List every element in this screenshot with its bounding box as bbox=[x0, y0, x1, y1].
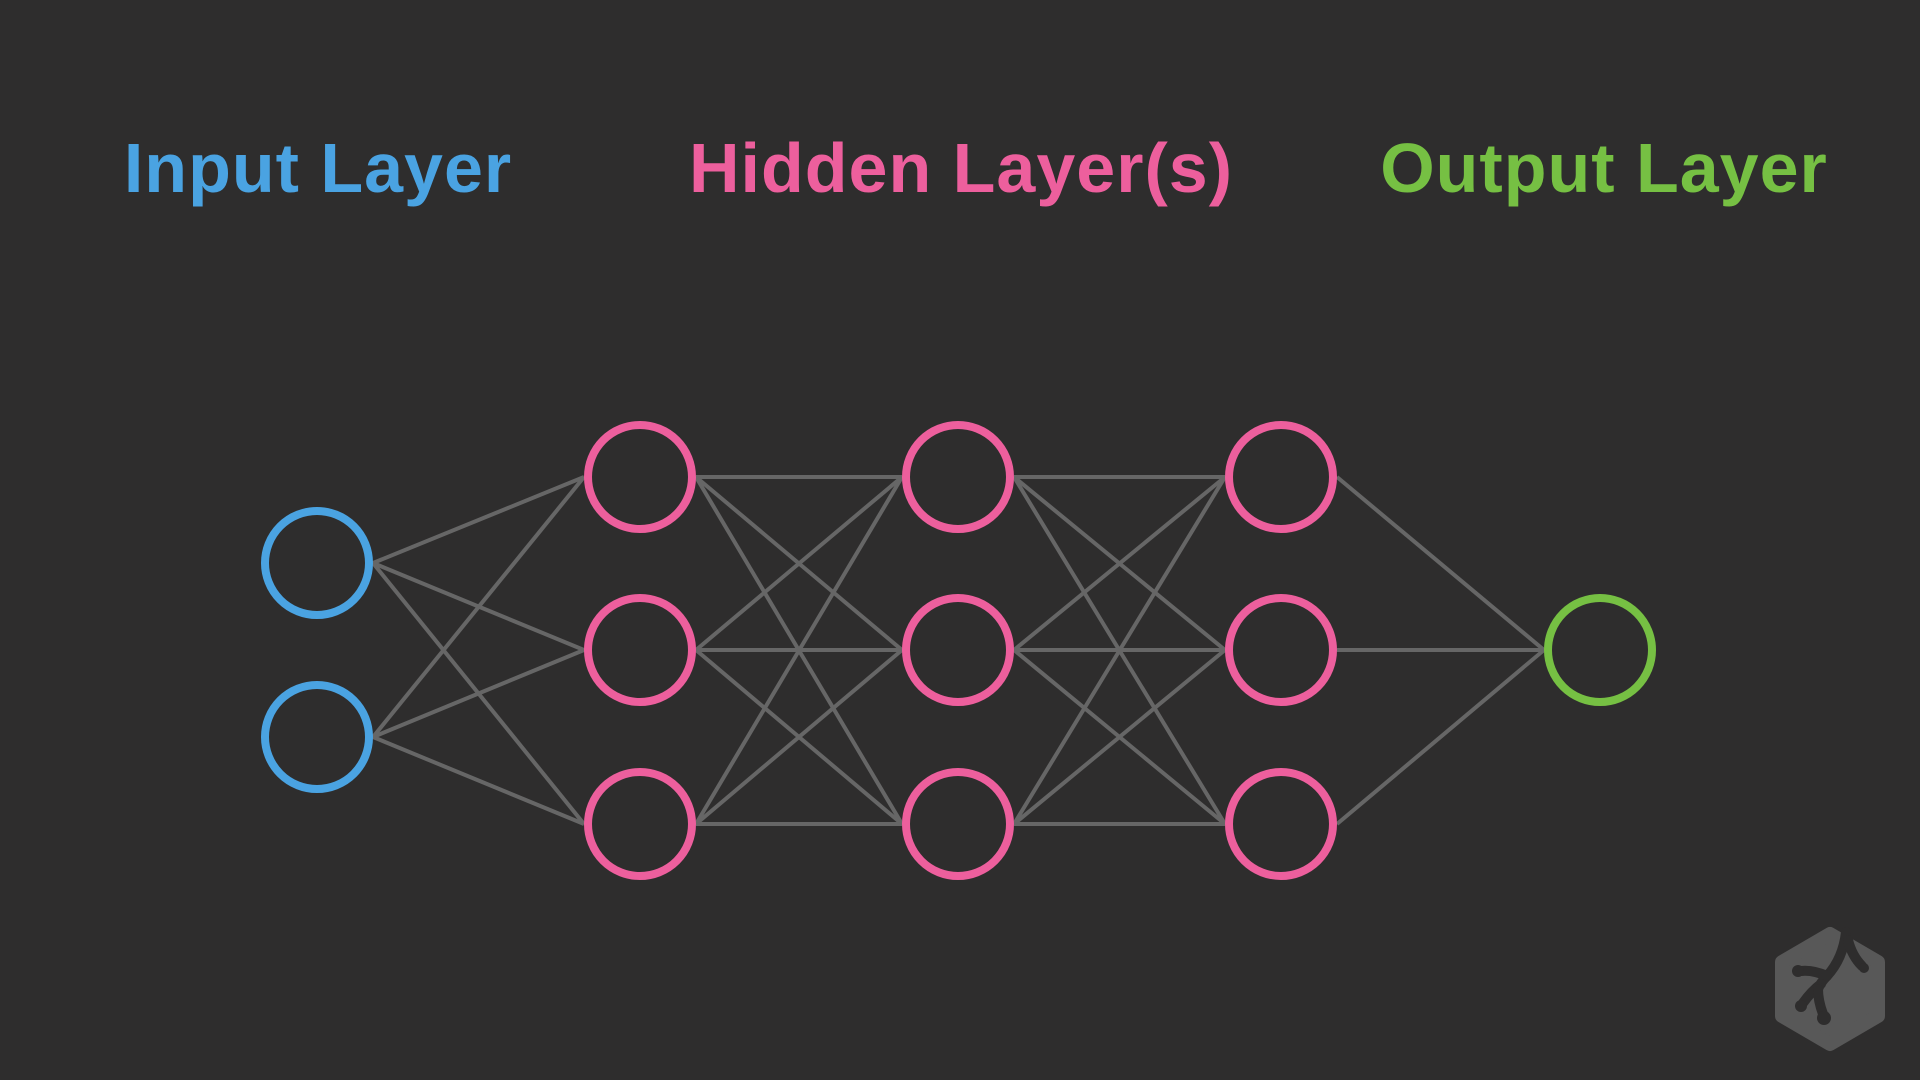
edge-hidden-1-to-hidden-2 bbox=[694, 648, 904, 826]
node-input-2 bbox=[261, 681, 373, 793]
edges-group bbox=[371, 475, 1546, 826]
node-hidden-2-1 bbox=[902, 421, 1014, 533]
hidden-layer-label: Hidden Layer(s) bbox=[689, 129, 1233, 207]
edge-hidden-1-to-hidden-2 bbox=[694, 475, 904, 652]
node-hidden-3-3 bbox=[1225, 768, 1337, 880]
node-hidden-1-3 bbox=[584, 768, 696, 880]
node-hidden-1-1 bbox=[584, 421, 696, 533]
branch-tip bbox=[1792, 965, 1804, 977]
treehouse-logo-branch-tips bbox=[1792, 963, 1869, 1025]
output-layer-label: Output Layer bbox=[1380, 129, 1828, 207]
edge-hidden-3-to-output bbox=[1335, 648, 1546, 826]
edge-input-to-hidden-1 bbox=[372, 648, 585, 739]
edge-hidden-3-to-output bbox=[1335, 475, 1546, 652]
branch-stem-lower bbox=[1813, 984, 1828, 1019]
treehouse-logo bbox=[1775, 927, 1885, 1051]
node-hidden-3-1 bbox=[1225, 421, 1337, 533]
node-input-1 bbox=[261, 507, 373, 619]
branch-tip bbox=[1859, 963, 1869, 973]
edge-input-to-hidden-1 bbox=[371, 475, 586, 739]
nodes-group bbox=[261, 421, 1656, 880]
node-hidden-3-2 bbox=[1225, 594, 1337, 706]
edge-hidden-2-to-hidden-3 bbox=[1012, 475, 1227, 826]
treehouse-logo-hexagon bbox=[1775, 927, 1885, 1051]
edge-hidden-1-to-hidden-2 bbox=[694, 475, 904, 826]
branch-tip bbox=[1817, 1011, 1831, 1025]
edge-hidden-2-to-hidden-3 bbox=[1012, 475, 1227, 652]
node-output-1 bbox=[1544, 594, 1656, 706]
node-hidden-1-2 bbox=[584, 594, 696, 706]
edge-input-to-hidden-1 bbox=[372, 735, 585, 826]
input-layer-label: Input Layer bbox=[124, 129, 512, 207]
node-hidden-2-2 bbox=[902, 594, 1014, 706]
edge-input-to-hidden-1 bbox=[372, 475, 585, 565]
branch-tip bbox=[1795, 1000, 1807, 1012]
branch-twig-left bbox=[1796, 965, 1832, 981]
node-hidden-2-3 bbox=[902, 768, 1014, 880]
edge-hidden-2-to-hidden-3 bbox=[1012, 648, 1227, 826]
